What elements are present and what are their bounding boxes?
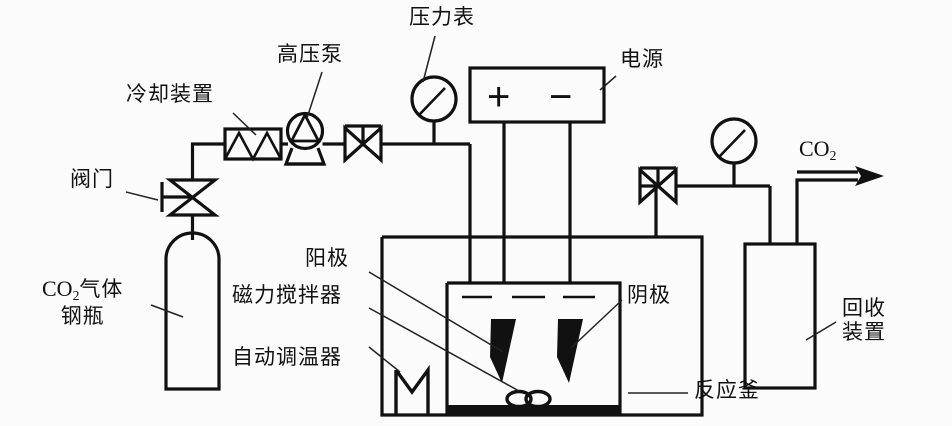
label-recovery-device: 回收 装置 <box>842 296 886 344</box>
label-recovery-device-line1: 回收 <box>842 296 886 320</box>
power-supply-symbol <box>468 66 606 283</box>
leader-power <box>599 75 617 91</box>
label-co2-cylinder-formula: CO2 <box>42 276 80 304</box>
needle-valve-symbol <box>160 148 220 233</box>
label-pressure-gauge: 压力表 <box>409 5 475 29</box>
gate-valve-2-symbol <box>638 166 678 206</box>
label-high-pressure-pump: 高压泵 <box>277 42 343 66</box>
power-minus-symbol: − <box>549 75 573 119</box>
power-plus-symbol: + <box>487 75 511 119</box>
label-cathode: 阴极 <box>627 283 671 307</box>
label-power-supply: 电源 <box>620 47 664 71</box>
leader-valve <box>125 191 159 201</box>
label-co2-outlet: CO2 <box>799 136 837 164</box>
label-valve: 阀门 <box>70 167 114 191</box>
pressure-gauge-2-symbol <box>710 117 758 165</box>
leader-gauge <box>422 35 436 83</box>
recovery-vessel-symbol <box>743 242 817 390</box>
label-anode: 阳极 <box>305 246 349 270</box>
label-co2-cylinder-gas: 气体 <box>79 277 124 301</box>
pipe-valve-to-cooler <box>190 142 225 148</box>
leader-pump <box>306 71 323 119</box>
vessel-bottom-plate <box>447 405 620 414</box>
label-auto-thermostat: 自动调温器 <box>232 345 342 369</box>
label-co2-cylinder: CO2气体 钢瓶 <box>42 276 123 328</box>
anode-electrode-blade <box>490 319 516 383</box>
co2-cylinder-symbol <box>164 231 221 391</box>
pressure-gauge-1-symbol <box>410 75 458 123</box>
label-co2-cylinder-bottle: 钢瓶 <box>60 304 105 328</box>
leader-stirrer <box>368 307 520 392</box>
leader-anode <box>368 271 504 353</box>
label-cooling-device: 冷却装置 <box>126 82 214 106</box>
gate-valve-1-symbol <box>343 124 383 164</box>
magnetic-stirrer-symbol <box>505 389 552 409</box>
outer-tank-symbol <box>380 235 704 417</box>
label-magnetic-stirrer: 磁力搅拌器 <box>232 283 342 307</box>
label-recovery-device-line2: 装置 <box>842 320 886 345</box>
co2-outlet-pipe <box>795 170 858 244</box>
leader-recovery <box>805 321 837 341</box>
leader-cathode <box>570 299 623 349</box>
leader-thermostat <box>368 346 401 373</box>
cathode-electrode-blade <box>557 319 583 383</box>
high-pressure-pump-symbol <box>283 111 327 166</box>
label-reactor-vessel: 反应釜 <box>694 378 760 402</box>
auto-thermostat-symbol <box>394 364 430 414</box>
co2-outlet-arrowhead <box>855 166 884 186</box>
leader-cooling-device <box>232 112 257 136</box>
leader-cylinder <box>150 304 184 318</box>
leader-lines <box>125 35 837 394</box>
cooling-device-symbol <box>223 127 283 162</box>
